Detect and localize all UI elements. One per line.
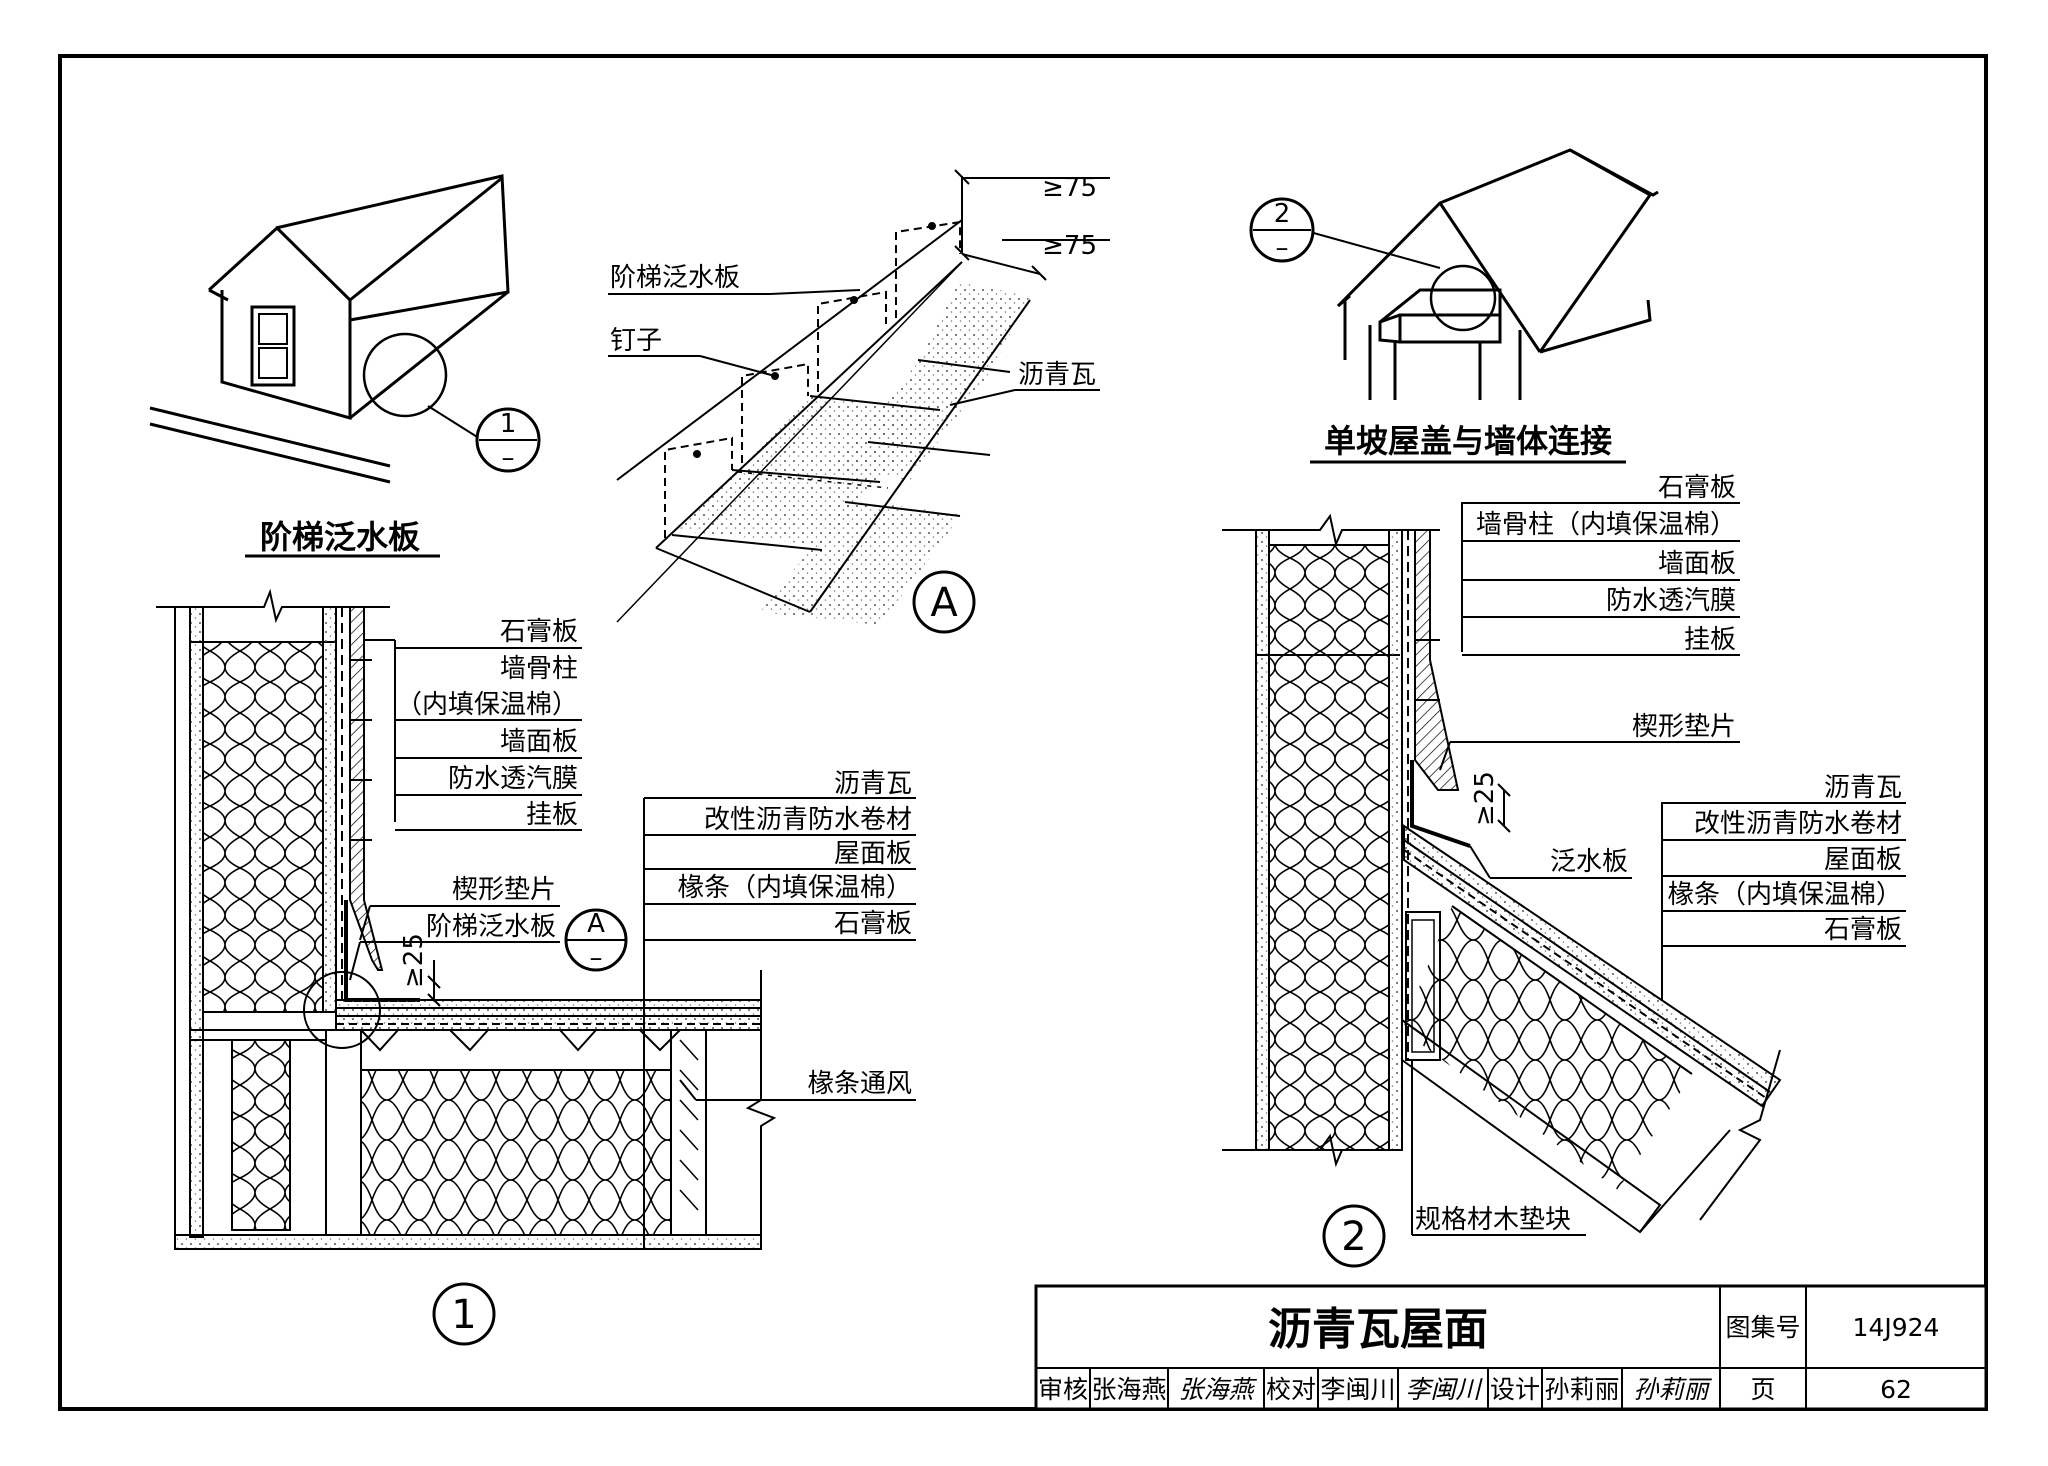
- page-label: 页: [1750, 1375, 1775, 1404]
- d1-gypsum: 石膏板: [500, 617, 578, 647]
- d1-stud: 墙骨柱: [500, 654, 578, 684]
- label-a-flashing: 阶梯泛水板: [610, 263, 740, 293]
- d1-deck: 屋面板: [834, 839, 912, 869]
- d1-vent: 椽条通风: [808, 1069, 912, 1099]
- dim-a-top: ≥75: [1042, 173, 1097, 203]
- checker-signature: 李闽川: [1405, 1375, 1483, 1404]
- d2-block: 规格材木垫块: [1415, 1205, 1571, 1235]
- d2-underlay: 改性沥青防水卷材: [1694, 809, 1902, 839]
- callout-1-num: 1: [500, 409, 517, 439]
- sketch-2-house: [1309, 148, 1659, 400]
- d1-ceiling: 石膏板: [834, 909, 912, 939]
- sketch-2-title: 单坡屋盖与墙体连接: [1324, 422, 1612, 460]
- check-label: 校对: [1266, 1375, 1316, 1404]
- d1-membrane: 防水透汽膜: [448, 764, 578, 794]
- d1-shingle: 沥青瓦: [834, 769, 912, 799]
- detail-2-marker: 2: [1341, 1214, 1366, 1260]
- atlas-label: 图集号: [1725, 1313, 1800, 1342]
- sketch-1-title: 阶梯泛水板: [260, 518, 420, 556]
- d2-stud: 墙骨柱（内填保温棉）: [1476, 510, 1736, 540]
- detail-1-drawing: [156, 588, 777, 1250]
- d2-deck: 屋面板: [1824, 845, 1902, 875]
- checker: 李闽川: [1320, 1375, 1395, 1404]
- d1-flashing: 阶梯泛水板: [426, 912, 556, 942]
- d1-rafter: 椽条（内填保温棉）: [678, 873, 912, 903]
- label-a-nail: 钉子: [610, 326, 662, 356]
- d1-dim: ≥25: [399, 933, 429, 988]
- detail-1-labels: 石膏板 墙骨柱 （内填保温棉） 墙面板 防水透汽膜 挂板 楔形垫片 阶梯泛水板 …: [349, 617, 916, 1346]
- d2-membrane: 防水透汽膜: [1606, 586, 1736, 616]
- d2-flashing: 泛水板: [1550, 847, 1628, 877]
- atlas-no: 14J924: [1853, 1313, 1940, 1342]
- d2-ceiling: 石膏板: [1824, 915, 1902, 945]
- d1-ref-den: –: [590, 943, 603, 973]
- title-block: 沥青瓦屋面 图集号 14J924 页 62 审核 张海燕 张海燕 校对 李闽川 …: [1034, 1284, 1988, 1411]
- sheet-border: [58, 54, 1988, 1411]
- reviewer: 张海燕: [1091, 1375, 1166, 1404]
- d1-wedge: 楔形垫片: [452, 875, 556, 905]
- d2-rafter: 椽条（内填保温棉）: [1668, 880, 1902, 910]
- d2-siding: 挂板: [1684, 625, 1736, 655]
- page-no: 62: [1880, 1375, 1912, 1404]
- d2-sheathing: 墙面板: [1658, 549, 1736, 579]
- d2-dim: ≥25: [1470, 771, 1500, 826]
- reviewer-signature: 张海燕: [1178, 1375, 1257, 1404]
- d1-siding: 挂板: [526, 800, 578, 830]
- callout-2-den: –: [1276, 233, 1289, 263]
- design-label: 设计: [1490, 1375, 1540, 1404]
- d2-gypsum: 石膏板: [1658, 473, 1736, 503]
- d1-sheathing: 墙面板: [500, 727, 578, 757]
- d1-ref-num: A: [587, 909, 605, 939]
- callout-2-num: 2: [1274, 199, 1291, 229]
- label-a-shingle: 沥青瓦: [1018, 360, 1096, 390]
- detail-1-marker: 1: [451, 1292, 476, 1338]
- detail-a-marker: A: [930, 580, 958, 626]
- d2-shingle: 沥青瓦: [1824, 773, 1902, 803]
- dim-a-bottom: ≥75: [1042, 231, 1097, 261]
- callout-1-den: –: [502, 443, 515, 473]
- designer-signature: 孙莉丽: [1633, 1375, 1712, 1404]
- detail-2-drawing: [1222, 513, 1782, 1234]
- designer: 孙莉丽: [1544, 1375, 1619, 1404]
- detail-a-labels: ≥75 ≥75 阶梯泛水板 钉子 沥青瓦 A: [608, 173, 1100, 634]
- review-label: 审核: [1038, 1375, 1088, 1404]
- detail-a-drawing: [616, 169, 1110, 625]
- detail-2-labels: 石膏板 墙骨柱（内填保温棉） 墙面板 防水透汽膜 挂板 楔形垫片 ≥25 泛水板…: [1322, 473, 1906, 1268]
- sketch-1-house: [149, 174, 510, 484]
- callout-2: 2 –: [1249, 197, 1315, 263]
- sheet-title: 沥青瓦屋面: [1268, 1304, 1488, 1355]
- callout-1: 1 –: [475, 407, 541, 473]
- d1-stud-note: （内填保温棉）: [396, 690, 578, 720]
- d1-underlay: 改性沥青防水卷材: [704, 805, 912, 835]
- d2-wedge: 楔形垫片: [1632, 712, 1736, 742]
